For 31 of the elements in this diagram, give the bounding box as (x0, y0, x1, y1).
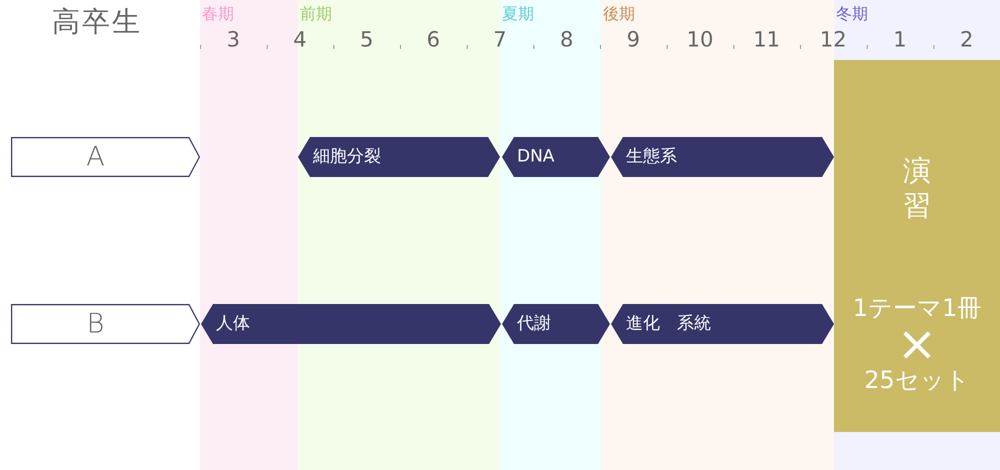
period-label: 冬期 (836, 4, 868, 24)
topic-label: 代謝 (517, 316, 551, 332)
month-label: 2 (960, 30, 974, 50)
month-label: 4 (293, 30, 307, 50)
month-label: 7 (493, 30, 507, 50)
period-label: 夏期 (502, 4, 534, 24)
times-sign: × (896, 320, 938, 368)
month-label: 10 (686, 30, 714, 50)
period-label: 後期 (603, 4, 635, 24)
panel-text: 1テーマ1冊 (852, 296, 982, 320)
column-header: 高卒生 (52, 8, 142, 36)
row-label: B (86, 310, 104, 338)
panel-heading: 演習 (903, 153, 931, 223)
month-label: 3 (226, 30, 240, 50)
month-label: 1 (893, 30, 907, 50)
topic-label: 生態系 (626, 148, 677, 166)
period-label: 前期 (300, 4, 332, 24)
row-label: A (86, 144, 105, 170)
month-label: 11 (753, 30, 780, 50)
period-label: 春期 (202, 4, 234, 24)
month-label: 9 (626, 30, 640, 50)
topic-label: 進化 系統 (626, 316, 711, 332)
exercise-panel (834, 60, 1000, 432)
topic-label: 細胞分裂 (313, 148, 381, 166)
month-label: 8 (560, 30, 574, 50)
month-label: 6 (426, 30, 440, 50)
topic-label: DNA (517, 148, 554, 166)
month-label: 12 (820, 30, 847, 50)
month-label: 5 (360, 30, 374, 50)
panel-text: 25セット (864, 368, 970, 392)
topic-label: 人体 (216, 316, 250, 332)
